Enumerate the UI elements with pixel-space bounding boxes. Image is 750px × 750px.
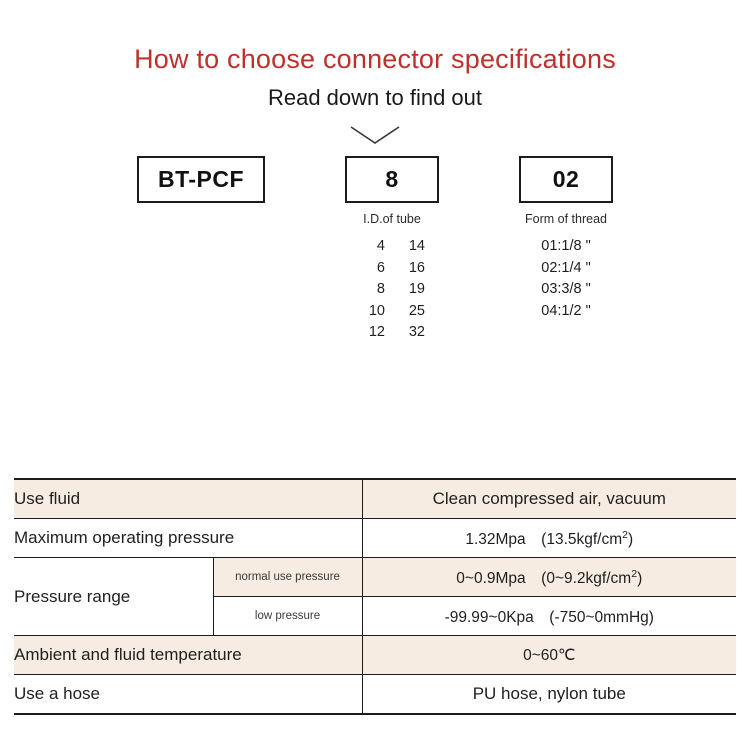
code-column-thread-form: 02 Form of thread 01:1/8 " 02:1/4 " 03:3… [519, 156, 613, 322]
page-title: How to choose connector specifications [134, 44, 616, 74]
spec-label: Maximum operating pressure [14, 518, 363, 558]
page-subtitle: Read down to find out [267, 85, 483, 111]
list-item: 8 19 [345, 279, 439, 300]
id-value-right: 14 [408, 238, 425, 255]
specification-table: Use fluid Clean compressed air, vacuum M… [14, 478, 737, 715]
spec-value: Clean compressed air, vacuum [361, 478, 737, 519]
list-item: 12 32 [345, 322, 439, 343]
id-value-right: 19 [408, 281, 425, 298]
id-value-left: 12 [368, 324, 385, 341]
code-box-series: BT-PCF [137, 156, 265, 204]
id-value-right: 32 [408, 324, 425, 341]
code-breakdown: BT-PCF 8 I.D.of tube 4 14 6 16 8 19 10 2… [0, 156, 750, 356]
id-value-right: 16 [408, 259, 425, 276]
table-row: Maximum operating pressure 1.32Mpa (13.5… [14, 518, 737, 558]
chevron-down-icon [349, 124, 401, 151]
spec-value-text: 1.32Mpa (13.5kgf/cm2) [465, 528, 634, 548]
spec-value: -99.99~0Kpa (-750~0mmHg) [361, 596, 737, 636]
table-row: Use a hose PU hose, nylon tube [14, 674, 737, 715]
code-values-thread-form: 01:1/8 " 02:1/4 " 03:3/8 " 04:1/2 " [519, 236, 613, 322]
list-item: 03:3/8 " [541, 281, 591, 298]
code-column-series: BT-PCF [137, 156, 265, 204]
spec-sublabel: low pressure [212, 596, 363, 636]
list-item: 6 16 [345, 258, 439, 279]
spec-sublabel: normal use pressure [212, 557, 363, 597]
spec-label: Pressure range [14, 557, 214, 636]
code-values-inner-diameter: 4 14 6 16 8 19 10 25 12 32 [345, 236, 439, 343]
spec-label: Use a hose [14, 674, 363, 715]
spec-value: 0~0.9Mpa (0~9.2kgf/cm2) [361, 557, 737, 597]
table-row: Pressure range normal use pressure 0~0.9… [14, 557, 737, 636]
id-value-left: 10 [368, 302, 385, 319]
chevron-container [0, 124, 750, 150]
list-item: 10 25 [345, 301, 439, 322]
code-column-inner-diameter: 8 I.D.of tube 4 14 6 16 8 19 10 25 12 32 [345, 156, 439, 343]
id-value-left: 6 [376, 259, 385, 276]
code-caption-inner-diameter: I.D.of tube [363, 212, 421, 227]
id-value-left: 8 [376, 281, 385, 298]
id-value-left: 4 [376, 238, 385, 255]
table-row: Use fluid Clean compressed air, vacuum [14, 478, 737, 519]
code-box-thread-form: 02 [519, 156, 613, 204]
list-item: 4 14 [345, 236, 439, 257]
spec-label: Use fluid [14, 478, 363, 519]
list-item: 01:1/8 " [541, 238, 591, 255]
table-row: Ambient and fluid temperature 0~60℃ [14, 635, 737, 675]
spec-value-text: 0~0.9Mpa (0~9.2kgf/cm2) [456, 567, 643, 587]
id-value-right: 25 [408, 302, 425, 319]
spec-value: 0~60℃ [361, 635, 737, 675]
spec-value: 1.32Mpa (13.5kgf/cm2) [361, 518, 737, 558]
header: How to choose connector specifications R… [0, 0, 750, 110]
code-box-inner-diameter: 8 [345, 156, 439, 204]
code-caption-thread-form: Form of thread [525, 212, 607, 227]
spec-value: PU hose, nylon tube [361, 674, 737, 715]
list-item: 04:1/2 " [541, 302, 591, 319]
spec-label: Ambient and fluid temperature [14, 635, 363, 675]
list-item: 02:1/4 " [541, 259, 591, 276]
